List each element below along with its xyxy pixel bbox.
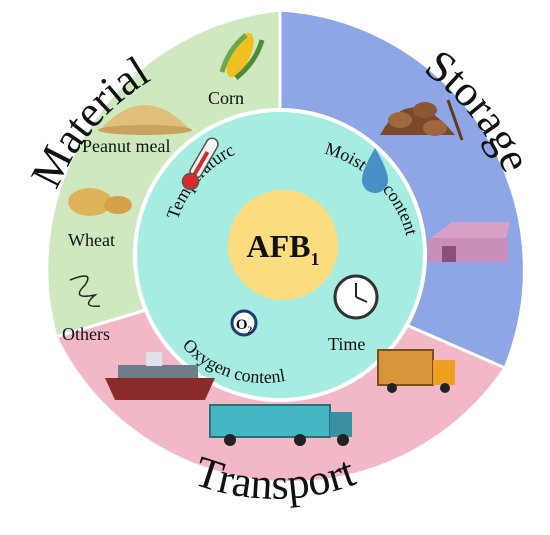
thermometer-icon (181, 137, 219, 191)
clock-icon (333, 274, 379, 320)
corn-icon (219, 32, 265, 80)
ship-icon (105, 352, 215, 400)
peanut-meal-icon (98, 105, 192, 135)
others-icon (69, 275, 101, 308)
water-drop-icon (362, 148, 388, 193)
corn-label: Corn (208, 88, 244, 108)
small-truck-icon (377, 349, 455, 393)
peanut-meal-label: Peanut meal (82, 136, 170, 156)
others-label: Others (62, 324, 110, 344)
wheat-label: Wheat (68, 230, 115, 250)
wheat-icon (68, 188, 132, 216)
svg-text:O2: O2 (236, 317, 253, 335)
oxygen-icon: O2 (230, 309, 258, 337)
center-label: AFB1 (247, 228, 320, 269)
warehouse-icon (428, 222, 510, 262)
time-label: Time (328, 334, 365, 354)
truck-icon (209, 404, 352, 446)
sacks-icon (380, 99, 464, 141)
afb1-core (228, 190, 338, 300)
